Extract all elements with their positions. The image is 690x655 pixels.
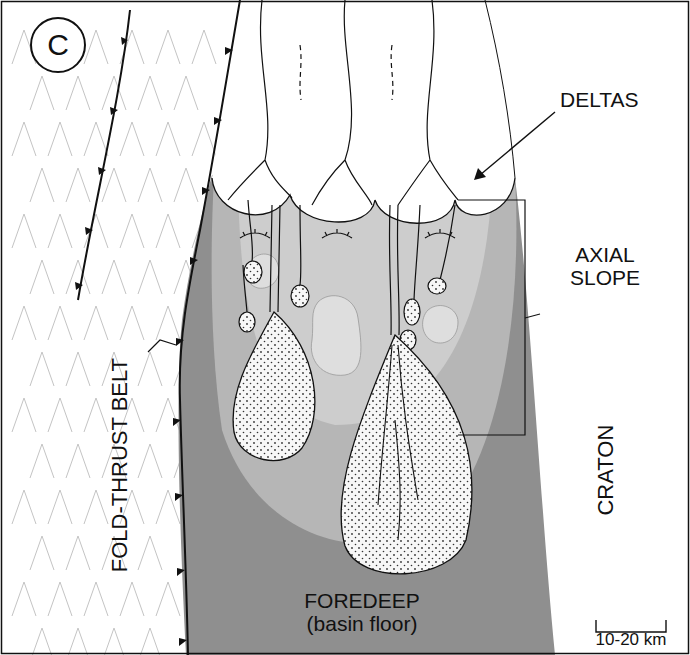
deltas-label: DELTAS <box>560 88 639 111</box>
foredeep-label: FOREDEEP (basin floor) <box>287 589 437 635</box>
panel-letter-circle: C <box>30 17 86 73</box>
axial-slope-label: AXIAL SLOPE <box>545 243 665 289</box>
fold-thrust-belt-label: FOLD-THRUST BELT <box>108 358 132 572</box>
craton-label: CRATON <box>594 425 618 516</box>
panel-letter: C <box>47 30 69 60</box>
scale-label: 10-20 km <box>596 631 667 650</box>
